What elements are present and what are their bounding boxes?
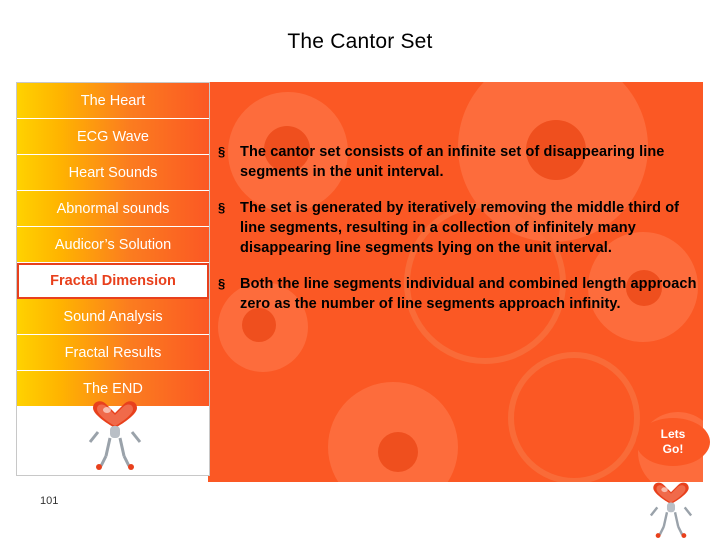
- bullet-marker-icon: §: [218, 200, 226, 215]
- bullet-marker-icon: §: [218, 276, 226, 291]
- bullet-text: The set is generated by iteratively remo…: [240, 200, 680, 256]
- page-number: 101: [40, 495, 59, 507]
- bullet-text: Both the line segments individual and co…: [240, 276, 697, 312]
- lets-go-button[interactable]: Lets Go!: [636, 418, 710, 466]
- decorative-ring: [508, 352, 640, 482]
- bullet-text: The cantor set consists of an infinite s…: [240, 144, 665, 180]
- sidebar-nav: The Heart ECG Wave Heart Sounds Abnormal…: [16, 82, 210, 476]
- bullet-item: § The set is generated by iteratively re…: [212, 198, 702, 258]
- heart-character-icon: [648, 480, 694, 543]
- sidebar-item-the-heart[interactable]: The Heart: [17, 83, 209, 119]
- page-title: The Cantor Set: [287, 30, 433, 53]
- decorative-blob: [264, 126, 310, 172]
- bullet-list: § The cantor set consists of an infinite…: [212, 142, 702, 330]
- sidebar-item-audicors-solution[interactable]: Audicor’s Solution: [17, 227, 209, 263]
- sidebar-item-ecg-wave[interactable]: ECG Wave: [17, 119, 209, 155]
- decorative-blob: [378, 432, 418, 472]
- bullet-item: § Both the line segments individual and …: [212, 274, 702, 314]
- content-panel: [208, 82, 703, 482]
- sidebar-item-fractal-results[interactable]: Fractal Results: [17, 335, 209, 371]
- decorative-blob: [242, 308, 276, 342]
- heart-character-icon: [88, 398, 142, 475]
- sidebar-item-heart-sounds[interactable]: Heart Sounds: [17, 155, 209, 191]
- bullet-item: § The cantor set consists of an infinite…: [212, 142, 702, 182]
- sidebar-item-abnormal-sounds[interactable]: Abnormal sounds: [17, 191, 209, 227]
- decorative-blob: [526, 120, 586, 180]
- lets-go-line2: Go!: [662, 442, 684, 456]
- lets-go-line1: Lets: [660, 427, 686, 441]
- sidebar-item-fractal-dimension[interactable]: Fractal Dimension: [17, 263, 209, 299]
- sidebar-item-sound-analysis[interactable]: Sound Analysis: [17, 299, 209, 335]
- sidebar-item-the-end[interactable]: The END: [17, 371, 209, 407]
- bullet-marker-icon: §: [218, 144, 226, 159]
- decorative-blob: [626, 270, 662, 306]
- decorative-ring: [404, 202, 566, 364]
